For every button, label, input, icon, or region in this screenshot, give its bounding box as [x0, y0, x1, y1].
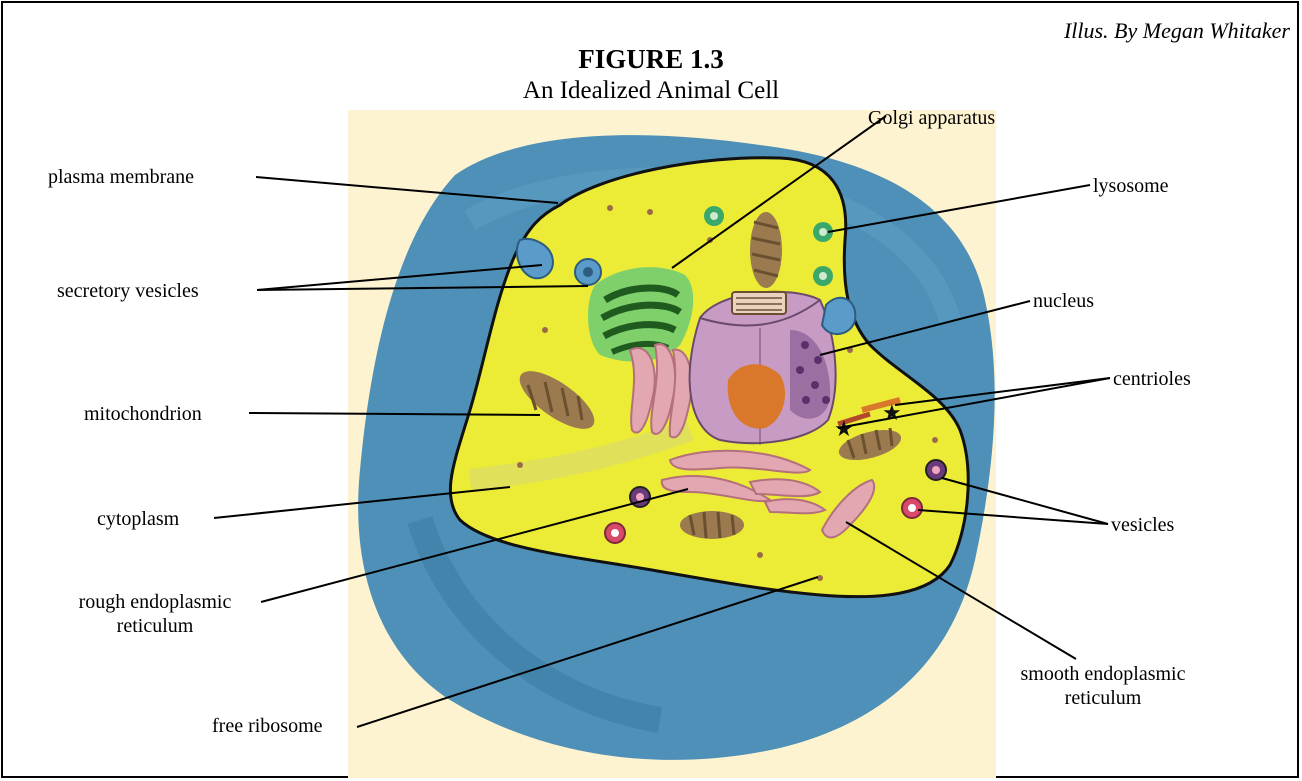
- label-nucleus: nucleus: [1033, 289, 1094, 313]
- label-smooth-er: smooth endoplasmic reticulum: [988, 662, 1218, 710]
- mitochondrion-top: [750, 212, 782, 288]
- svg-text:★: ★: [834, 417, 854, 442]
- label-cytoplasm: cytoplasm: [97, 507, 179, 531]
- label-rough-er: rough endoplasmic reticulum: [50, 590, 260, 638]
- label-smooth-er-line2: reticulum: [988, 686, 1218, 710]
- mitochondrion-bottom: [680, 511, 744, 539]
- label-lysosome: lysosome: [1093, 174, 1169, 198]
- label-plasma-membrane: plasma membrane: [48, 165, 194, 189]
- label-centrioles: centrioles: [1113, 367, 1191, 391]
- label-rough-er-line1: rough endoplasmic: [50, 590, 260, 614]
- label-smooth-er-line1: smooth endoplasmic: [988, 662, 1218, 686]
- illustrator-credit: Illus. By Megan Whitaker: [1064, 18, 1290, 44]
- label-mitochondrion: mitochondrion: [84, 402, 202, 426]
- figure-title: FIGURE 1.3: [0, 44, 1302, 75]
- label-golgi-apparatus: Golgi apparatus: [868, 106, 995, 130]
- label-rough-er-line2: reticulum: [50, 614, 260, 638]
- label-secretory-vesicles: secretory vesicles: [57, 279, 199, 303]
- label-vesicles: vesicles: [1111, 513, 1174, 537]
- label-free-ribosome: free ribosome: [212, 714, 323, 738]
- nucleus: [690, 292, 836, 445]
- figure-subtitle: An Idealized Animal Cell: [0, 77, 1302, 105]
